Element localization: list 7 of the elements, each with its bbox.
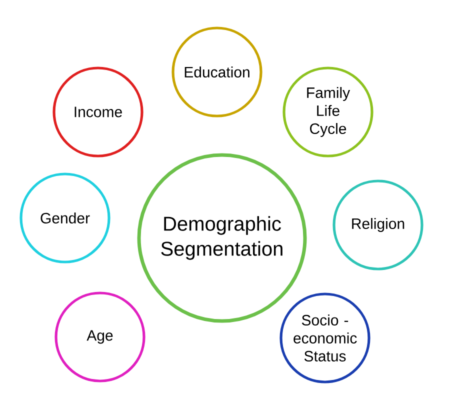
circle-node: Income: [52, 66, 144, 158]
circle-node: Socio -economic Status: [280, 292, 370, 384]
circle-node: Family Life Cycle: [282, 66, 374, 158]
circle-node: Religion: [332, 180, 424, 270]
circle-node: Age: [54, 292, 146, 382]
circle-node: Gender: [20, 172, 110, 264]
circle-node: Education: [172, 26, 262, 118]
